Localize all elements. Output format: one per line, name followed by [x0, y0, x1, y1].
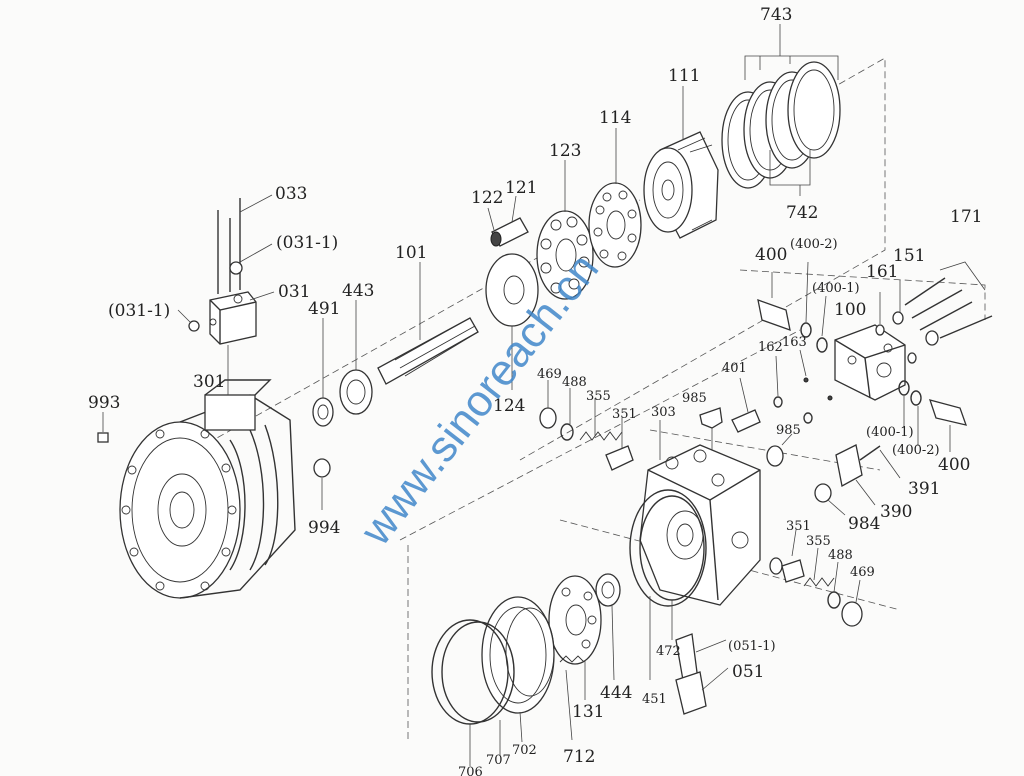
- label-161: 161: [866, 262, 898, 282]
- label-171: 171: [950, 207, 982, 227]
- label-033: 033: [275, 184, 307, 204]
- label-994: 994: [308, 518, 340, 538]
- label-444: 444: [600, 683, 632, 703]
- bolts-171: [904, 261, 993, 339]
- label-707: 707: [486, 753, 511, 768]
- piston-121-122: [487, 195, 529, 247]
- bolt-401: [731, 377, 761, 433]
- cylinder-block-111: [643, 86, 719, 239]
- plate-124: [485, 253, 539, 390]
- retainer-plate-123: [536, 160, 594, 300]
- valve-block-100: [834, 324, 906, 401]
- o-ring-472-451: [629, 489, 707, 680]
- valve-051: [675, 633, 729, 715]
- label-743: 743: [760, 5, 792, 25]
- label-400-top: 400: [755, 245, 787, 265]
- valve-block-031: [177, 194, 275, 395]
- label-401: 401: [722, 361, 747, 376]
- label-469-right: 469: [850, 565, 875, 580]
- pin-391: [859, 445, 901, 479]
- label-993: 993: [88, 393, 120, 413]
- label-400-2-right: (400-2): [892, 443, 940, 458]
- label-742: 742: [786, 203, 818, 223]
- o-rings-706-707: [431, 619, 515, 766]
- label-451: 451: [642, 692, 667, 707]
- label-469-left: 469: [537, 367, 562, 382]
- label-124: 124: [493, 396, 525, 416]
- label-491: 491: [308, 299, 340, 319]
- label-303: 303: [651, 405, 676, 420]
- housing-301: [119, 379, 296, 599]
- label-985-top: 985: [682, 391, 707, 406]
- label-051-1: (051-1): [728, 639, 776, 654]
- relief-valve-right: [769, 529, 863, 627]
- plug-994: [313, 458, 331, 510]
- label-031-1-left: (031-1): [108, 301, 170, 321]
- label-301: 301: [193, 372, 225, 392]
- part-labels: 033 (031-1) 031 (031-1) 101 491 443 301 …: [88, 5, 982, 776]
- seals-162-163: [773, 349, 833, 424]
- label-351-left: 351: [612, 407, 637, 422]
- bearing-443: [339, 300, 373, 415]
- label-443: 443: [342, 281, 374, 301]
- plug-984: [814, 483, 846, 516]
- label-712: 712: [563, 747, 595, 767]
- label-400-1-top: (400-1): [812, 281, 860, 296]
- label-114: 114: [599, 108, 631, 128]
- label-351-right: 351: [786, 519, 811, 534]
- label-163: 163: [782, 335, 807, 350]
- label-984: 984: [848, 514, 880, 534]
- label-390: 390: [880, 502, 912, 522]
- label-706: 706: [458, 765, 483, 776]
- label-121: 121: [505, 178, 537, 198]
- label-488-left: 488: [562, 375, 587, 390]
- brake-piston-702: [481, 596, 555, 743]
- label-051: 051: [732, 662, 764, 682]
- label-400-2-top: (400-2): [790, 237, 838, 252]
- label-488-right: 488: [828, 548, 853, 563]
- shaft-101: [377, 262, 479, 385]
- plugs-151-161: [875, 280, 939, 364]
- label-122: 122: [471, 188, 503, 208]
- plug-985: [699, 407, 793, 467]
- spring-712: [559, 655, 585, 741]
- label-101: 101: [395, 243, 427, 263]
- valve-plate-131: [548, 575, 602, 700]
- label-162: 162: [758, 340, 783, 355]
- label-031: 031: [278, 282, 310, 302]
- label-131: 131: [572, 702, 604, 722]
- label-702: 702: [512, 743, 537, 758]
- label-391: 391: [908, 479, 940, 499]
- spring-plate-114: [588, 128, 642, 268]
- valve-400-upper: [757, 261, 828, 353]
- label-400-1-right: (400-1): [866, 425, 914, 440]
- relief-valve-left: [539, 380, 634, 471]
- valve-400-lower: [898, 380, 968, 452]
- label-355-left: 355: [586, 389, 611, 404]
- plug-993: [97, 412, 109, 443]
- watermark: www.sinoreach.cn: [351, 245, 609, 555]
- label-985-right: 985: [776, 423, 801, 438]
- label-151: 151: [893, 246, 925, 266]
- bearing-491: [312, 318, 334, 427]
- label-472: 472: [656, 644, 681, 659]
- bearing-444: [595, 573, 621, 681]
- label-031-1-top: (031-1): [276, 233, 338, 253]
- valve-cover-303: [639, 420, 761, 606]
- plate-390: [835, 444, 876, 506]
- label-400-right: 400: [938, 455, 970, 475]
- friction-plates-742-743: [721, 24, 841, 196]
- label-123: 123: [549, 141, 581, 161]
- label-111: 111: [668, 66, 700, 86]
- label-355-right: 355: [806, 534, 831, 549]
- label-100: 100: [834, 300, 866, 320]
